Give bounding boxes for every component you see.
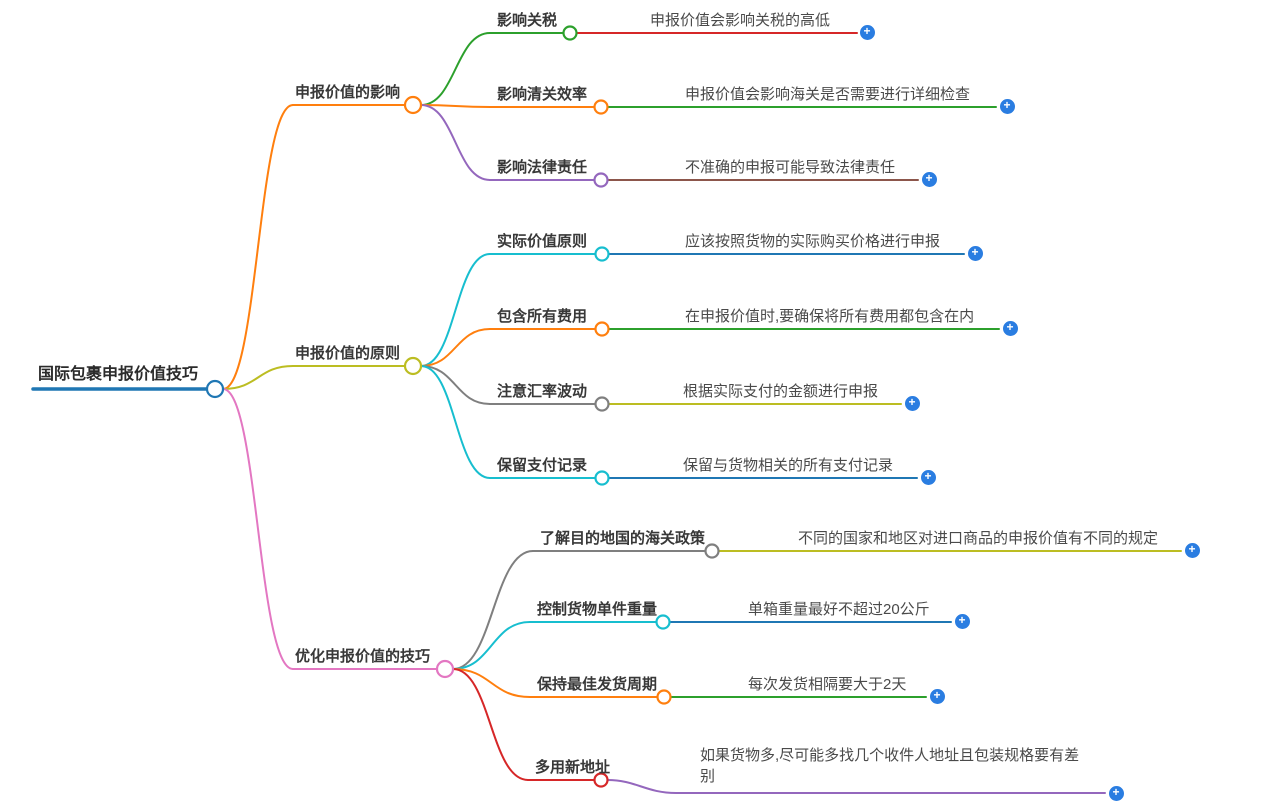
- expand-button[interactable]: +: [859, 24, 875, 40]
- node-toggle-circle[interactable]: [594, 321, 610, 337]
- plus-icon: +: [1006, 320, 1014, 334]
- root-node-label[interactable]: 国际包裹申报价值技巧: [38, 366, 199, 383]
- link-branch-to-subnode: [420, 253, 491, 367]
- node-toggle-circle[interactable]: [205, 379, 225, 399]
- subnode-label[interactable]: 影响法律责任: [497, 159, 588, 176]
- link-branch-to-subnode: [452, 550, 534, 670]
- subnode-label[interactable]: 影响清关效率: [497, 86, 588, 103]
- plus-icon: +: [933, 688, 941, 702]
- plus-icon: +: [1112, 785, 1120, 799]
- plus-icon: +: [925, 171, 933, 185]
- node-toggle-circle[interactable]: [593, 772, 609, 788]
- subnode-label[interactable]: 保持最佳发货周期: [537, 676, 658, 693]
- plus-icon: +: [924, 469, 932, 483]
- node-toggle-circle[interactable]: [594, 246, 610, 262]
- expand-button[interactable]: +: [904, 395, 920, 411]
- link-branch-to-subnode: [452, 668, 529, 781]
- subnode-label[interactable]: 多用新地址: [535, 759, 611, 776]
- link-root-to-branch: [222, 365, 294, 390]
- leaf-node-text[interactable]: 每次发货相隔要大于2天: [748, 676, 907, 693]
- node-toggle-circle[interactable]: [655, 614, 671, 630]
- plus-icon: +: [863, 24, 871, 38]
- leaf-node-text[interactable]: 申报价值会影响关税的高低: [650, 12, 831, 29]
- link-branch-to-subnode: [420, 104, 491, 181]
- link-branch-to-subnode: [452, 668, 531, 698]
- plus-icon: +: [908, 395, 916, 409]
- plus-icon: +: [958, 613, 966, 627]
- node-toggle-circle[interactable]: [593, 172, 609, 188]
- plus-icon: +: [1003, 98, 1011, 112]
- plus-icon: +: [1188, 542, 1196, 556]
- leaf-node-text[interactable]: 申报价值会影响海关是否需要进行详细检查: [685, 86, 971, 103]
- leaf-node-text[interactable]: 保留与货物相关的所有支付记录: [683, 457, 894, 474]
- link-root-to-branch: [222, 104, 294, 390]
- link-branch-to-subnode: [420, 365, 491, 405]
- expand-button[interactable]: +: [967, 245, 983, 261]
- branch-node-label[interactable]: 优化申报价值的技巧: [295, 648, 431, 665]
- node-toggle-circle[interactable]: [704, 543, 720, 559]
- expand-button[interactable]: +: [999, 98, 1015, 114]
- branch-node-label[interactable]: 申报价值的影响: [295, 84, 401, 101]
- subnode-label[interactable]: 了解目的地国的海关政策: [540, 530, 706, 547]
- node-toggle-circle[interactable]: [594, 396, 610, 412]
- link-branch-to-subnode: [420, 365, 491, 479]
- node-toggle-circle[interactable]: [435, 659, 455, 679]
- link-root-to-branch: [222, 388, 294, 670]
- leaf-node-text[interactable]: 不同的国家和地区对进口商品的申报价值有不同的规定: [798, 530, 1159, 547]
- expand-button[interactable]: +: [1002, 320, 1018, 336]
- leaf-node-text[interactable]: 在申报价值时,要确保将所有费用都包含在内: [685, 308, 975, 325]
- subnode-label[interactable]: 包含所有费用: [497, 308, 588, 325]
- node-toggle-circle[interactable]: [403, 356, 423, 376]
- expand-button[interactable]: +: [954, 613, 970, 629]
- leaf-node-text[interactable]: 不准确的申报可能导致法律责任: [685, 159, 896, 176]
- plus-icon: +: [971, 245, 979, 259]
- link-branch-to-subnode: [420, 32, 491, 106]
- branch-node-label[interactable]: 申报价值的原则: [295, 345, 401, 362]
- link-branch-to-subnode: [452, 621, 531, 670]
- leaf-node-text[interactable]: 根据实际支付的金额进行申报: [683, 383, 879, 400]
- subnode-label[interactable]: 控制货物单件重量: [537, 601, 658, 618]
- subnode-label[interactable]: 注意汇率波动: [497, 383, 588, 400]
- expand-button[interactable]: +: [1184, 542, 1200, 558]
- expand-button[interactable]: +: [929, 688, 945, 704]
- expand-button[interactable]: +: [920, 469, 936, 485]
- leaf-node-text[interactable]: 如果货物多,尽可能多找几个收件人地址且包装规格要有差别: [700, 747, 1080, 785]
- leaf-underline: [606, 779, 1106, 794]
- node-toggle-circle[interactable]: [594, 470, 610, 486]
- expand-button[interactable]: +: [921, 171, 937, 187]
- subnode-label[interactable]: 保留支付记录: [497, 457, 588, 474]
- expand-button[interactable]: +: [1108, 785, 1124, 801]
- node-toggle-circle[interactable]: [403, 95, 423, 115]
- link-branch-to-subnode: [420, 104, 491, 108]
- leaf-node-text[interactable]: 单箱重量最好不超过20公斤: [748, 601, 930, 618]
- subnode-label[interactable]: 实际价值原则: [497, 233, 588, 250]
- node-toggle-circle[interactable]: [656, 689, 672, 705]
- leaf-node-text[interactable]: 应该按照货物的实际购买价格进行申报: [685, 233, 941, 250]
- link-branch-to-subnode: [420, 328, 491, 367]
- node-toggle-circle[interactable]: [562, 25, 578, 41]
- node-toggle-circle[interactable]: [593, 99, 609, 115]
- subnode-label[interactable]: 影响关税: [497, 12, 558, 29]
